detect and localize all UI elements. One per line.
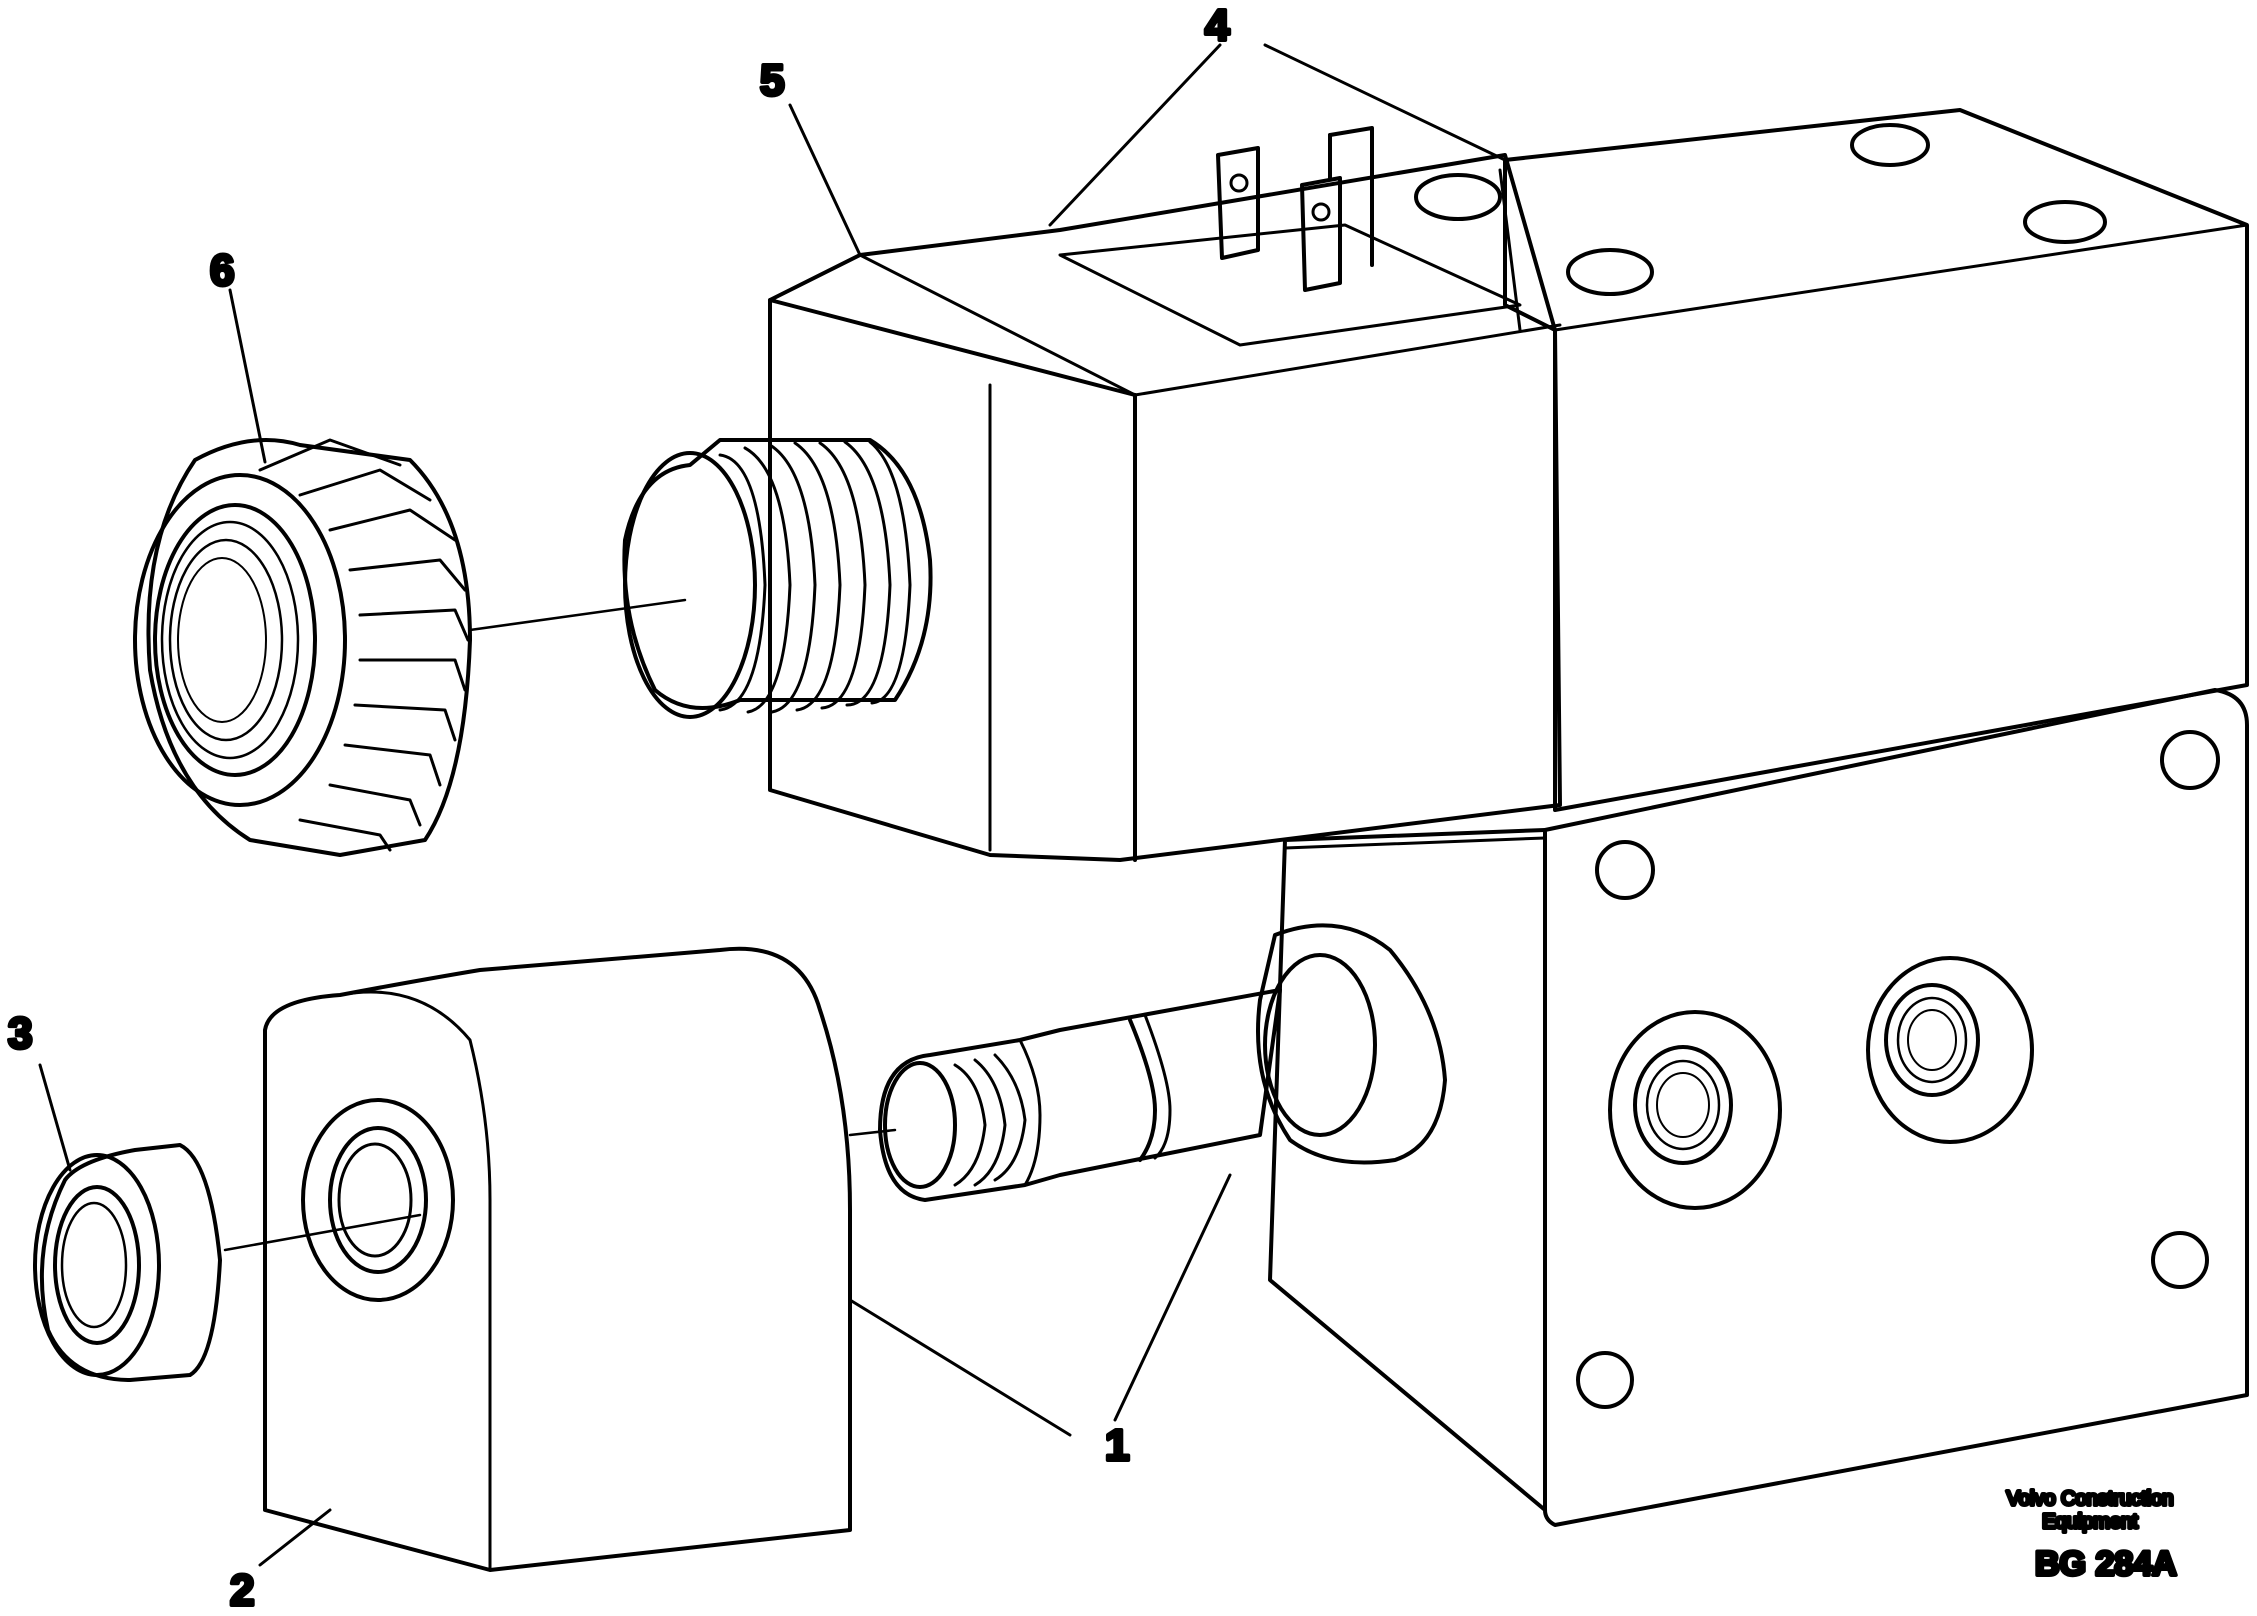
callout-1: 1 [1105,1421,1129,1470]
valve-upper-block [1414,108,2249,812]
threaded-sleeve [622,438,933,719]
callout-6: 6 [210,246,234,295]
figure-code: BG 284A [2035,1545,2177,1583]
solenoid-coil-housing [768,153,1562,862]
callout-5: 5 [760,56,784,105]
leader-1a [848,1298,1072,1437]
leader-2 [258,1508,332,1567]
leader-lines [38,43,1507,1567]
leader-6 [228,288,267,464]
assembly-axis-lines [223,598,897,1252]
callout-3: 3 [8,1009,32,1058]
hex-nut [33,1143,222,1382]
leader-1b [1113,1173,1232,1422]
coil [263,946,852,1572]
callout-4: 4 [1205,1,1230,50]
credit-line-1: Volvo Construction [2007,1488,2174,1510]
connector-pins [1216,126,1374,292]
leader-4a [1048,43,1222,227]
callout-2: 2 [230,1566,254,1611]
leader-3 [38,1063,72,1172]
leader-5 [788,103,862,257]
valve-stem [878,923,1447,1202]
knurled-nut [133,438,472,857]
credit-line-2: Equipment [2042,1511,2138,1533]
valve-block [1268,688,2249,1527]
leader-4b [1263,43,1507,162]
